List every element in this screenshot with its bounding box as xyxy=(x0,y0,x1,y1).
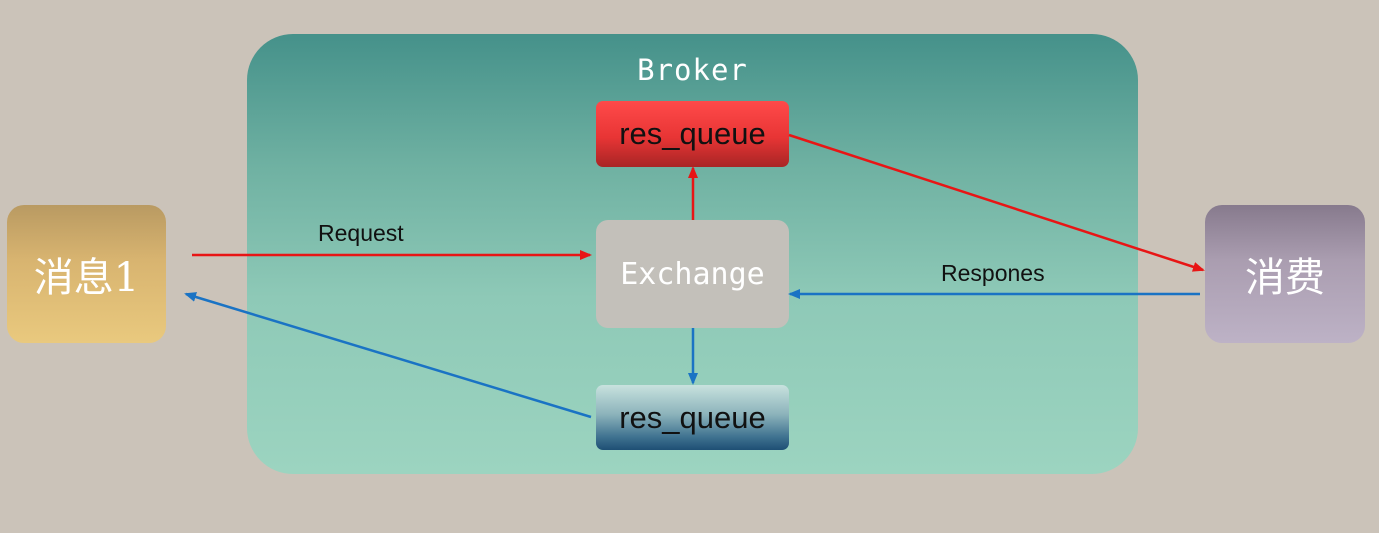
response-edge-label: Respones xyxy=(941,260,1045,286)
producer-node[interactable]: 消息1 xyxy=(7,205,166,343)
request-edge-label: Request xyxy=(318,220,404,246)
consumer-node[interactable]: 消费 xyxy=(1205,205,1365,343)
exchange-node[interactable]: Exchange xyxy=(596,220,789,328)
request-queue-node[interactable]: res_queue xyxy=(596,101,789,167)
arrow-response-queue-to-producer xyxy=(184,292,592,419)
arrow-request-queue-to-consumer xyxy=(788,133,1205,272)
response-queue-node[interactable]: res_queue xyxy=(596,385,789,450)
broker-label: Broker xyxy=(637,53,748,87)
